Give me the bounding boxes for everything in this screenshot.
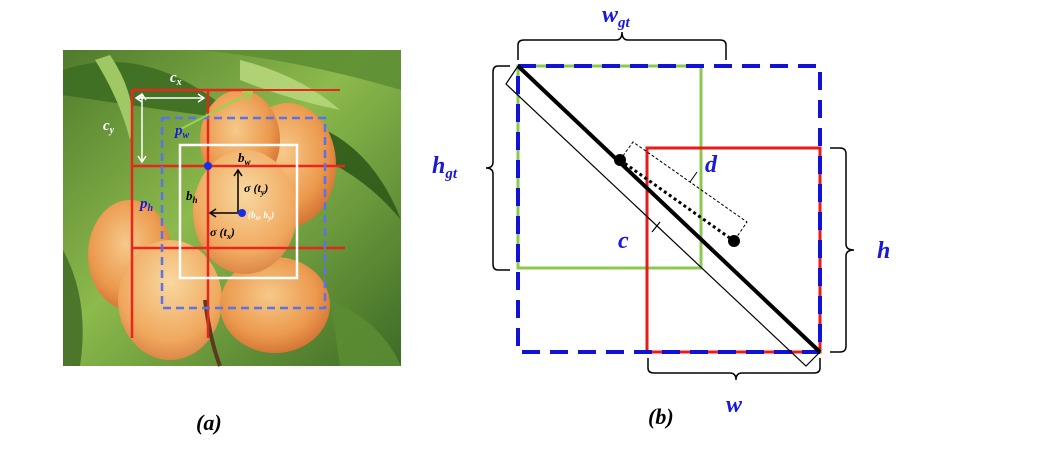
bracket-c	[505, 65, 821, 367]
panel-b: wgt hgt h w c d	[432, 2, 890, 418]
distance-d	[619, 158, 735, 243]
label-w: w	[726, 392, 743, 418]
brace-hgt	[485, 65, 510, 271]
label-hgt: hgt	[432, 153, 458, 182]
brace-h	[830, 147, 855, 353]
diagonal-c	[516, 64, 822, 354]
offset-arrows	[134, 92, 206, 164]
predicted-box	[178, 143, 299, 280]
label-sigma-tx: σ (tx)	[210, 225, 235, 241]
ground-truth-box	[516, 64, 703, 270]
label-sigma-ty: σ (ty)	[244, 181, 268, 197]
label-bw: bw	[238, 150, 252, 167]
label-d: d	[705, 152, 718, 178]
pred-center-point	[728, 235, 740, 247]
prediction-box	[645, 146, 822, 354]
caption-a: (a)	[196, 410, 222, 435]
d-tick	[689, 171, 698, 183]
label-h: h	[877, 238, 890, 264]
label-pw: pw	[173, 123, 190, 141]
sigma-arrows	[208, 168, 243, 218]
label-c: c	[618, 228, 629, 254]
label-ph: ph	[138, 196, 154, 214]
brace-wgt	[517, 31, 727, 60]
enclosing-box	[516, 64, 822, 354]
label-wgt: wgt	[602, 2, 631, 31]
label-cx: cx	[170, 70, 182, 88]
panel-a: cx cy pw ph bw bh σ (ty) σ (tx) (bx, by)	[63, 50, 401, 367]
caption-b: (b)	[648, 404, 674, 429]
label-cy: cy	[103, 118, 115, 136]
grid-lines	[130, 88, 345, 338]
c-tick	[651, 221, 661, 233]
grid-corner-point	[204, 162, 212, 170]
bracket-d	[619, 141, 748, 242]
box-center-point	[238, 209, 246, 217]
brace-w	[647, 358, 821, 381]
pw-arrow	[174, 91, 254, 133]
label-bh: bh	[186, 188, 198, 205]
label-box-center: (bx, by)	[248, 210, 274, 222]
anchor-box	[160, 116, 327, 310]
